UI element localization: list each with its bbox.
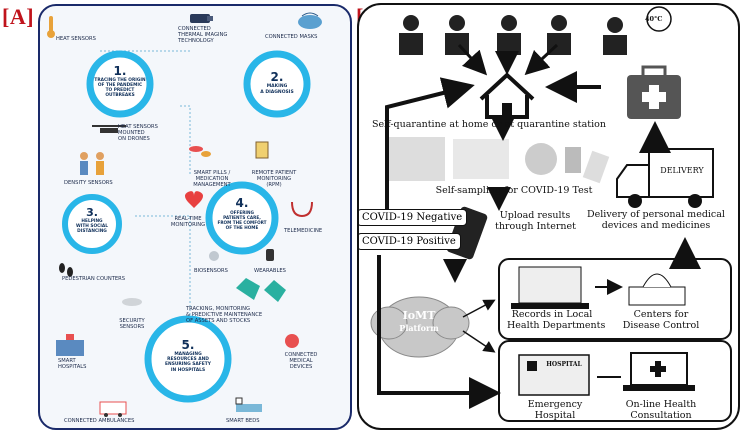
- drone-icon: [92, 125, 126, 133]
- people-icon: [80, 152, 104, 175]
- circle-5: [144, 315, 232, 403]
- thermometer-icon: [47, 16, 55, 38]
- label-density-sensors: Density sensors: [64, 180, 113, 186]
- self-sampling-images: [387, 137, 610, 184]
- laptop-consult-icon: [623, 352, 695, 391]
- records-box: [498, 258, 732, 340]
- circle-4-text: 4. Offering patients care, from the comf…: [217, 196, 267, 230]
- fever-label: 40°C: [645, 15, 663, 23]
- label-thermal-imaging: Connectedthermal imagingtechnology: [178, 26, 228, 44]
- stethoscope-icon: [291, 201, 313, 218]
- footprints-icon: [59, 263, 73, 277]
- label-connected-devices: Connectedmedicaldevices: [284, 352, 318, 370]
- label-rpm: Remote patientmonitoring(RPM): [251, 170, 297, 188]
- label-smart-beds: Smart beds: [226, 418, 260, 424]
- thermal-camera-icon: [190, 14, 213, 23]
- covid-negative-box: COVID-19 Negative: [359, 209, 468, 226]
- circle-2: [243, 50, 311, 118]
- label-pedestrian: Pedestrian counters: [62, 276, 126, 282]
- circle-2-text: 2. Making a diagnosis: [260, 70, 294, 95]
- circle-5-text: 5. Managing resources and ensuring safet…: [165, 338, 211, 373]
- fever-bubble: [646, 6, 672, 32]
- clipboard-icon: [255, 141, 269, 159]
- label-smart-pills: Smart pills /medicationmanagement: [193, 170, 231, 188]
- circle-1: [86, 50, 154, 118]
- symptom-people-icons: [399, 15, 627, 55]
- label-biosensors: Biosensors: [194, 268, 228, 274]
- capitol-building-icon: [628, 273, 686, 306]
- pills-icon: [189, 146, 211, 157]
- heart-icon: [185, 191, 203, 208]
- label-telemedicine: Telemedicine: [284, 228, 323, 234]
- label-smart-hospitals: Smarthospitals: [58, 358, 87, 370]
- bed-icon: [235, 397, 262, 412]
- hospital-icon: [56, 334, 84, 356]
- mask-icon: [298, 12, 322, 29]
- wearable-icon: [266, 249, 274, 261]
- label-realtime: Real-timemonitoring: [170, 216, 206, 228]
- medical-device-icon: [285, 334, 299, 348]
- panel-b-flow-diagram: 40°C Self-quarantine at home or at quara…: [357, 3, 740, 430]
- hospital-building-icon: [518, 354, 590, 396]
- label-self-quarantine: Self-quarantine at home or at quarantine…: [372, 119, 606, 130]
- label-connected-masks: Connected masks: [265, 34, 318, 40]
- label-ambulances: Connected ambulances: [64, 418, 135, 424]
- label-self-sampling: Self-sampling for COVID-19 Test: [435, 185, 593, 196]
- delivery-truck-icon: [616, 148, 714, 208]
- truck-label: DELIVERY: [660, 166, 704, 175]
- panel-a-infographic: Heat sensors Connectedthermal imagingtec…: [38, 4, 352, 430]
- panel-a-tag: [A]: [2, 4, 35, 29]
- ambulance-icon: [99, 401, 127, 417]
- circle-3-text: 3. Helping with social distancing: [76, 206, 108, 234]
- label-tracking: Tracking, monitoring& predictive mainten…: [186, 306, 263, 324]
- label-heat-sensors: Heat sensors: [56, 36, 96, 42]
- label-security-sensors: Securitysensors: [119, 318, 145, 330]
- label-drones: Heat sensorsmountedon drones: [118, 124, 158, 142]
- panel-a-graphics: [47, 12, 322, 417]
- hospital-sign: HOSPITAL: [546, 361, 582, 368]
- medical-kit-icon: [627, 65, 681, 119]
- biosensor-icon: [209, 251, 219, 261]
- label-wearables: Wearables: [254, 268, 286, 274]
- covid-positive-box: COVID-19 Positive: [359, 233, 461, 250]
- circle-4: [205, 181, 279, 255]
- panel-b-graphics: [370, 6, 732, 422]
- gloves-icon: [236, 278, 286, 302]
- circle-1-text: 1. Tracing the origin of the pandemic to…: [94, 64, 146, 98]
- circle-3: [62, 194, 122, 254]
- security-sensor-icon: [122, 298, 142, 306]
- laptop-records-icon: [511, 266, 589, 309]
